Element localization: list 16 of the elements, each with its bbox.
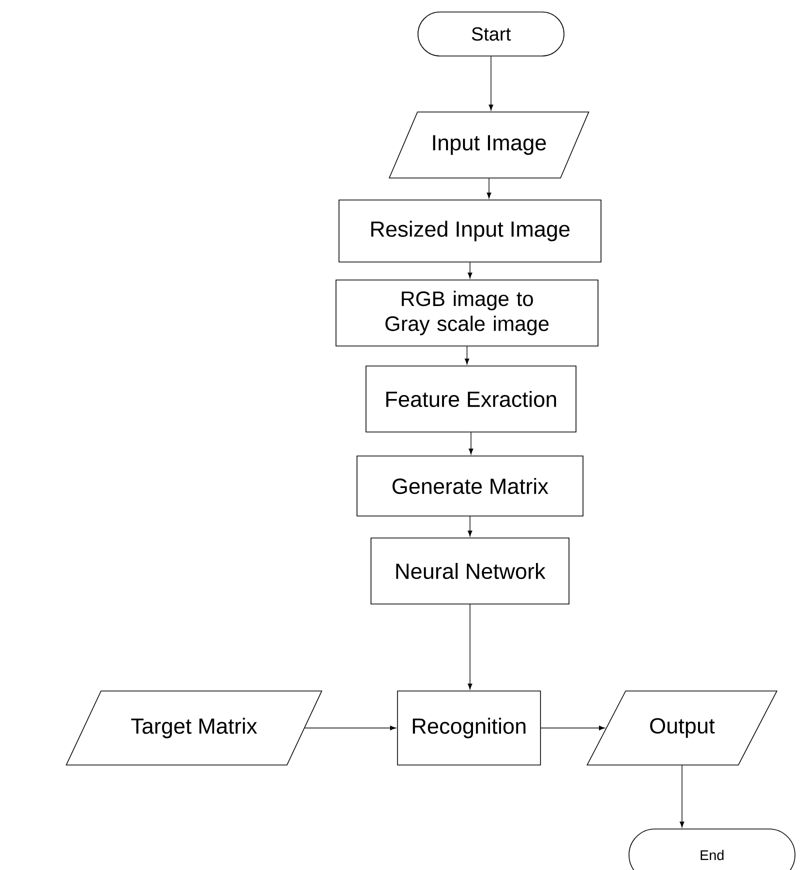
arrow [486,178,492,198]
process-box: Feature Exraction [366,366,576,432]
arrow [464,346,470,364]
process-box: Recognition [397,690,541,766]
process-box: Resized Input Image [338,200,602,262]
arrow [304,726,396,730]
process-box: Generate Matrix [356,456,584,516]
arrow [488,56,494,110]
process-box: RGB image to Gray scale image [336,280,598,346]
arrow [468,262,472,278]
arrow [468,604,472,690]
arrow [680,765,684,828]
arrow [540,726,605,730]
arrow [468,516,472,536]
arrow [468,432,474,454]
process-box: Neural Network [370,538,570,604]
